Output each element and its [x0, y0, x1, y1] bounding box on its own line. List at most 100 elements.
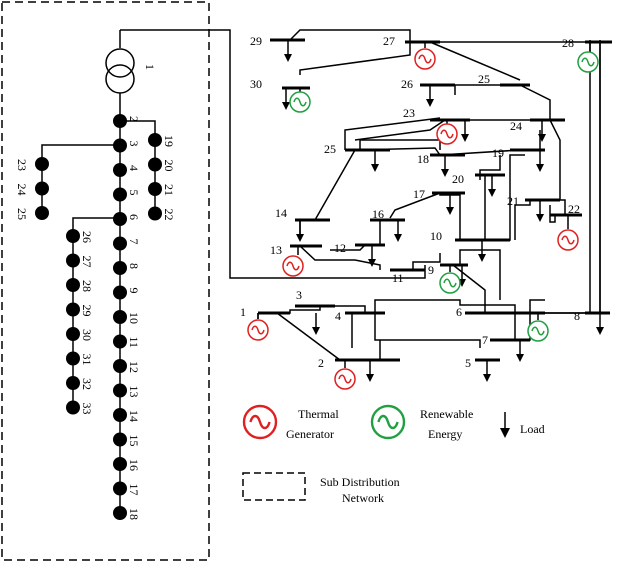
load-bus-12-arrow [368, 245, 376, 267]
dist-node-28 [66, 278, 80, 292]
dist-node-5 [113, 187, 127, 202]
thermal-generator-23 [436, 123, 458, 145]
bus-label-19: 19 [492, 146, 504, 160]
bus-label-22: 22 [568, 202, 580, 216]
load-bus-25-arrow [371, 150, 379, 172]
thermal-generator-22 [557, 229, 579, 251]
load-bus-10-arrow [478, 240, 486, 262]
legend-renewable-line2: Energy [428, 427, 462, 441]
loads [282, 40, 604, 382]
dist-to-grid-line [120, 29, 426, 279]
bus-label-21: 21 [507, 194, 519, 208]
dist-node-13-label: 13 [127, 386, 141, 398]
dist-node-18-label: 18 [127, 508, 141, 520]
legend-sub-icon [242, 472, 306, 501]
dist-node-24 [35, 181, 49, 196]
bus-label-20: 20 [452, 172, 464, 186]
legend-renewable-line1: Renewable [420, 407, 473, 421]
dist-node-29-label: 29 [80, 305, 94, 317]
dist-node-5-label: 5 [127, 190, 141, 196]
dist-node-19-label: 19 [162, 135, 176, 147]
dist-node-16 [113, 457, 127, 471]
transmission-lines [257, 29, 601, 361]
dist-node-31-label: 31 [80, 354, 94, 366]
bus-label-25b: 25 [478, 72, 490, 86]
renewable-generator-9 [439, 272, 461, 294]
sub-distribution-boundary [1, 1, 210, 561]
bus-label-11: 11 [392, 271, 404, 285]
dist-node-28-label: 28 [80, 280, 94, 292]
thermal-generator-1 [247, 319, 269, 341]
bus-label-9: 9 [428, 263, 434, 277]
renewable-generator-6 [527, 320, 549, 342]
legend-sub-line1: Sub Distribution [320, 475, 400, 489]
load-bus-18-arrow [441, 155, 449, 177]
branch-b-line [41, 144, 120, 213]
dist-node-21 [148, 182, 162, 196]
dist-node-30 [66, 327, 80, 341]
thermal-generator-2 [334, 368, 356, 390]
dist-node-13 [113, 383, 127, 398]
dist-node-32 [66, 376, 80, 390]
dist-node-21-label: 21 [162, 184, 176, 196]
load-bus-20-arrow [488, 175, 496, 197]
thermal-generator-13 [282, 255, 304, 277]
legend-thermal-icon [242, 404, 278, 440]
load-bus-19-arrow [536, 150, 544, 172]
dist-node-20-label: 20 [162, 160, 176, 172]
bus-label-3: 3 [296, 288, 302, 302]
dist-node-10 [113, 310, 127, 324]
bus-label-29: 29 [250, 34, 262, 48]
dist-node-8-label: 8 [127, 263, 141, 269]
bus-label-27: 27 [383, 34, 395, 48]
legend-thermal-line2: Generator [286, 427, 334, 441]
dist-node-24-label: 24 [15, 184, 29, 196]
load-bus-14-arrow [296, 220, 304, 242]
dist-node-9-label: 9 [127, 288, 141, 294]
dist-node-23-label: 23 [15, 159, 29, 171]
load-bus-24-arrow [538, 120, 546, 142]
bus-label-13: 13 [270, 243, 282, 257]
dist-node-4-label: 4 [127, 165, 141, 171]
dist-node-12-label: 12 [127, 361, 141, 373]
load-bus-30-arrow [282, 88, 290, 110]
bus-label-16: 16 [372, 207, 384, 221]
load-bus-7-arrow [516, 340, 524, 362]
legend-thermal-line1: Thermal [298, 407, 339, 421]
bus-label-28: 28 [562, 36, 574, 50]
dist-node-7 [113, 236, 127, 251]
dist-node-16-label: 16 [127, 459, 141, 471]
bus-label-2: 2 [318, 356, 324, 370]
dist-node-20 [148, 157, 162, 172]
dist-node-25 [35, 206, 49, 220]
thermal-generator-27 [414, 48, 436, 70]
bus-labels: 1 2 3 4 5 6 7 8 9 10 11 12 13 14 16 17 1… [240, 34, 580, 370]
legend-load-label: Load [520, 422, 545, 436]
bus-label-1: 1 [240, 305, 246, 319]
dist-node-10-label: 10 [127, 312, 141, 324]
dist-node-26-label: 26 [80, 231, 94, 243]
legend-renewable-icon [370, 404, 406, 440]
dist-node-22 [148, 206, 162, 221]
bus-label-14: 14 [275, 206, 287, 220]
dist-node-27-label: 27 [80, 256, 94, 268]
dist-node-14-label: 14 [127, 410, 141, 422]
bus-label-6: 6 [456, 305, 462, 319]
dist-node-29 [66, 302, 80, 317]
bus-label-26: 26 [401, 77, 413, 91]
load-bus-5-arrow [483, 360, 491, 382]
dist-node-30-label: 30 [80, 329, 94, 341]
bus-label-18: 18 [417, 152, 429, 166]
dist-node-23 [35, 157, 49, 171]
branch-c-line [72, 217, 120, 407]
load-bus-3-arrow [312, 313, 320, 335]
bus-label-30: 30 [250, 77, 262, 91]
renewable-generator-28 [577, 51, 599, 73]
bus-label-10: 10 [430, 229, 442, 243]
dist-node-15-label: 15 [127, 435, 141, 447]
dist-node-6 [113, 212, 127, 226]
load-bus-29-arrow [284, 40, 292, 62]
bus-label-12: 12 [334, 241, 346, 255]
bus-label-17: 17 [413, 187, 425, 201]
transformer [105, 30, 135, 120]
